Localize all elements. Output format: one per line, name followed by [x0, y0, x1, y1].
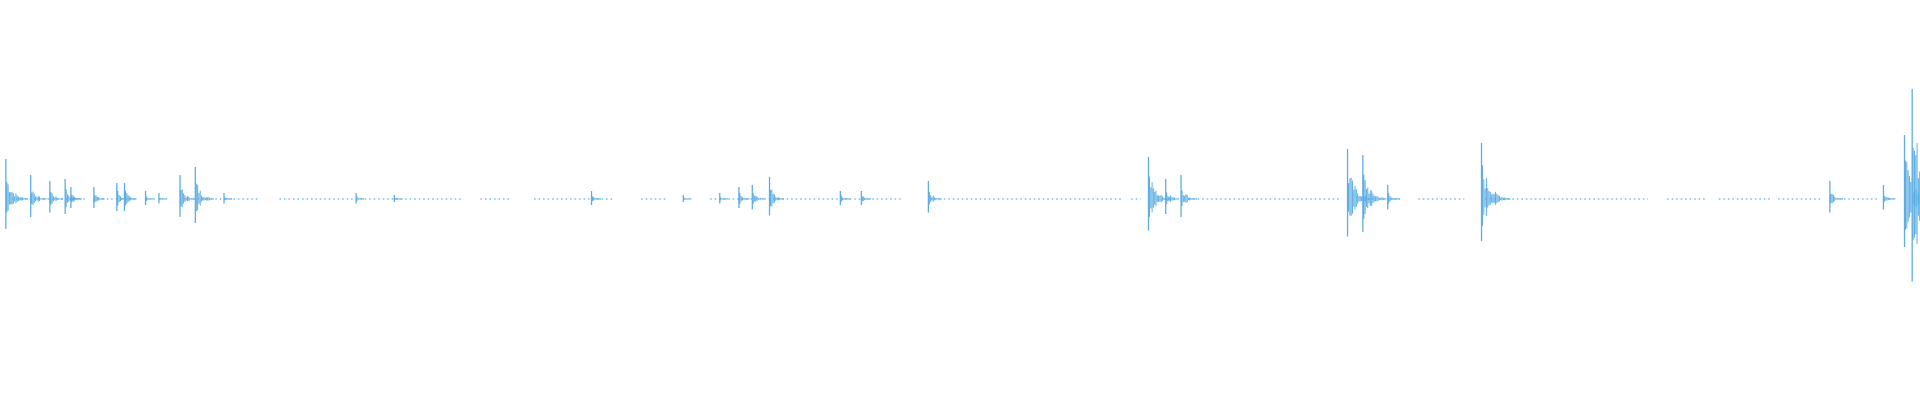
waveform-burst [194, 167, 214, 223]
waveform-burst [393, 195, 403, 202]
waveform-burst [860, 191, 871, 205]
waveform-bursts [5, 89, 1920, 282]
waveform-burst [1147, 157, 1171, 231]
waveform-burst [1911, 89, 1920, 282]
waveform-burst [1180, 175, 1197, 217]
waveform-burst [751, 185, 765, 210]
waveform-burst [5, 159, 29, 229]
waveform-burst [1346, 149, 1374, 237]
waveform-burst [30, 175, 47, 217]
waveform-burst [839, 191, 850, 205]
waveform-burst [1362, 155, 1387, 232]
waveform-burst [1480, 143, 1511, 241]
waveform-burst [123, 183, 137, 211]
waveform-burst [927, 181, 942, 213]
waveform-burst [1387, 185, 1400, 210]
waveform-burst [1882, 185, 1896, 210]
waveform-burst [682, 195, 692, 202]
waveform-burst [1165, 179, 1179, 214]
waveform-burst [93, 187, 105, 208]
waveform-burst [719, 193, 728, 204]
waveform-burst [1829, 181, 1844, 213]
waveform-burst [738, 187, 750, 208]
waveform-burst [590, 191, 601, 205]
waveform-burst [355, 193, 365, 204]
waveform-burst [49, 181, 64, 213]
waveform-burst [144, 191, 155, 205]
waveform-burst [158, 193, 167, 204]
waveform-burst [70, 187, 82, 208]
waveform-burst [179, 175, 196, 217]
waveform-burst [223, 193, 233, 204]
waveform-burst [768, 177, 785, 216]
